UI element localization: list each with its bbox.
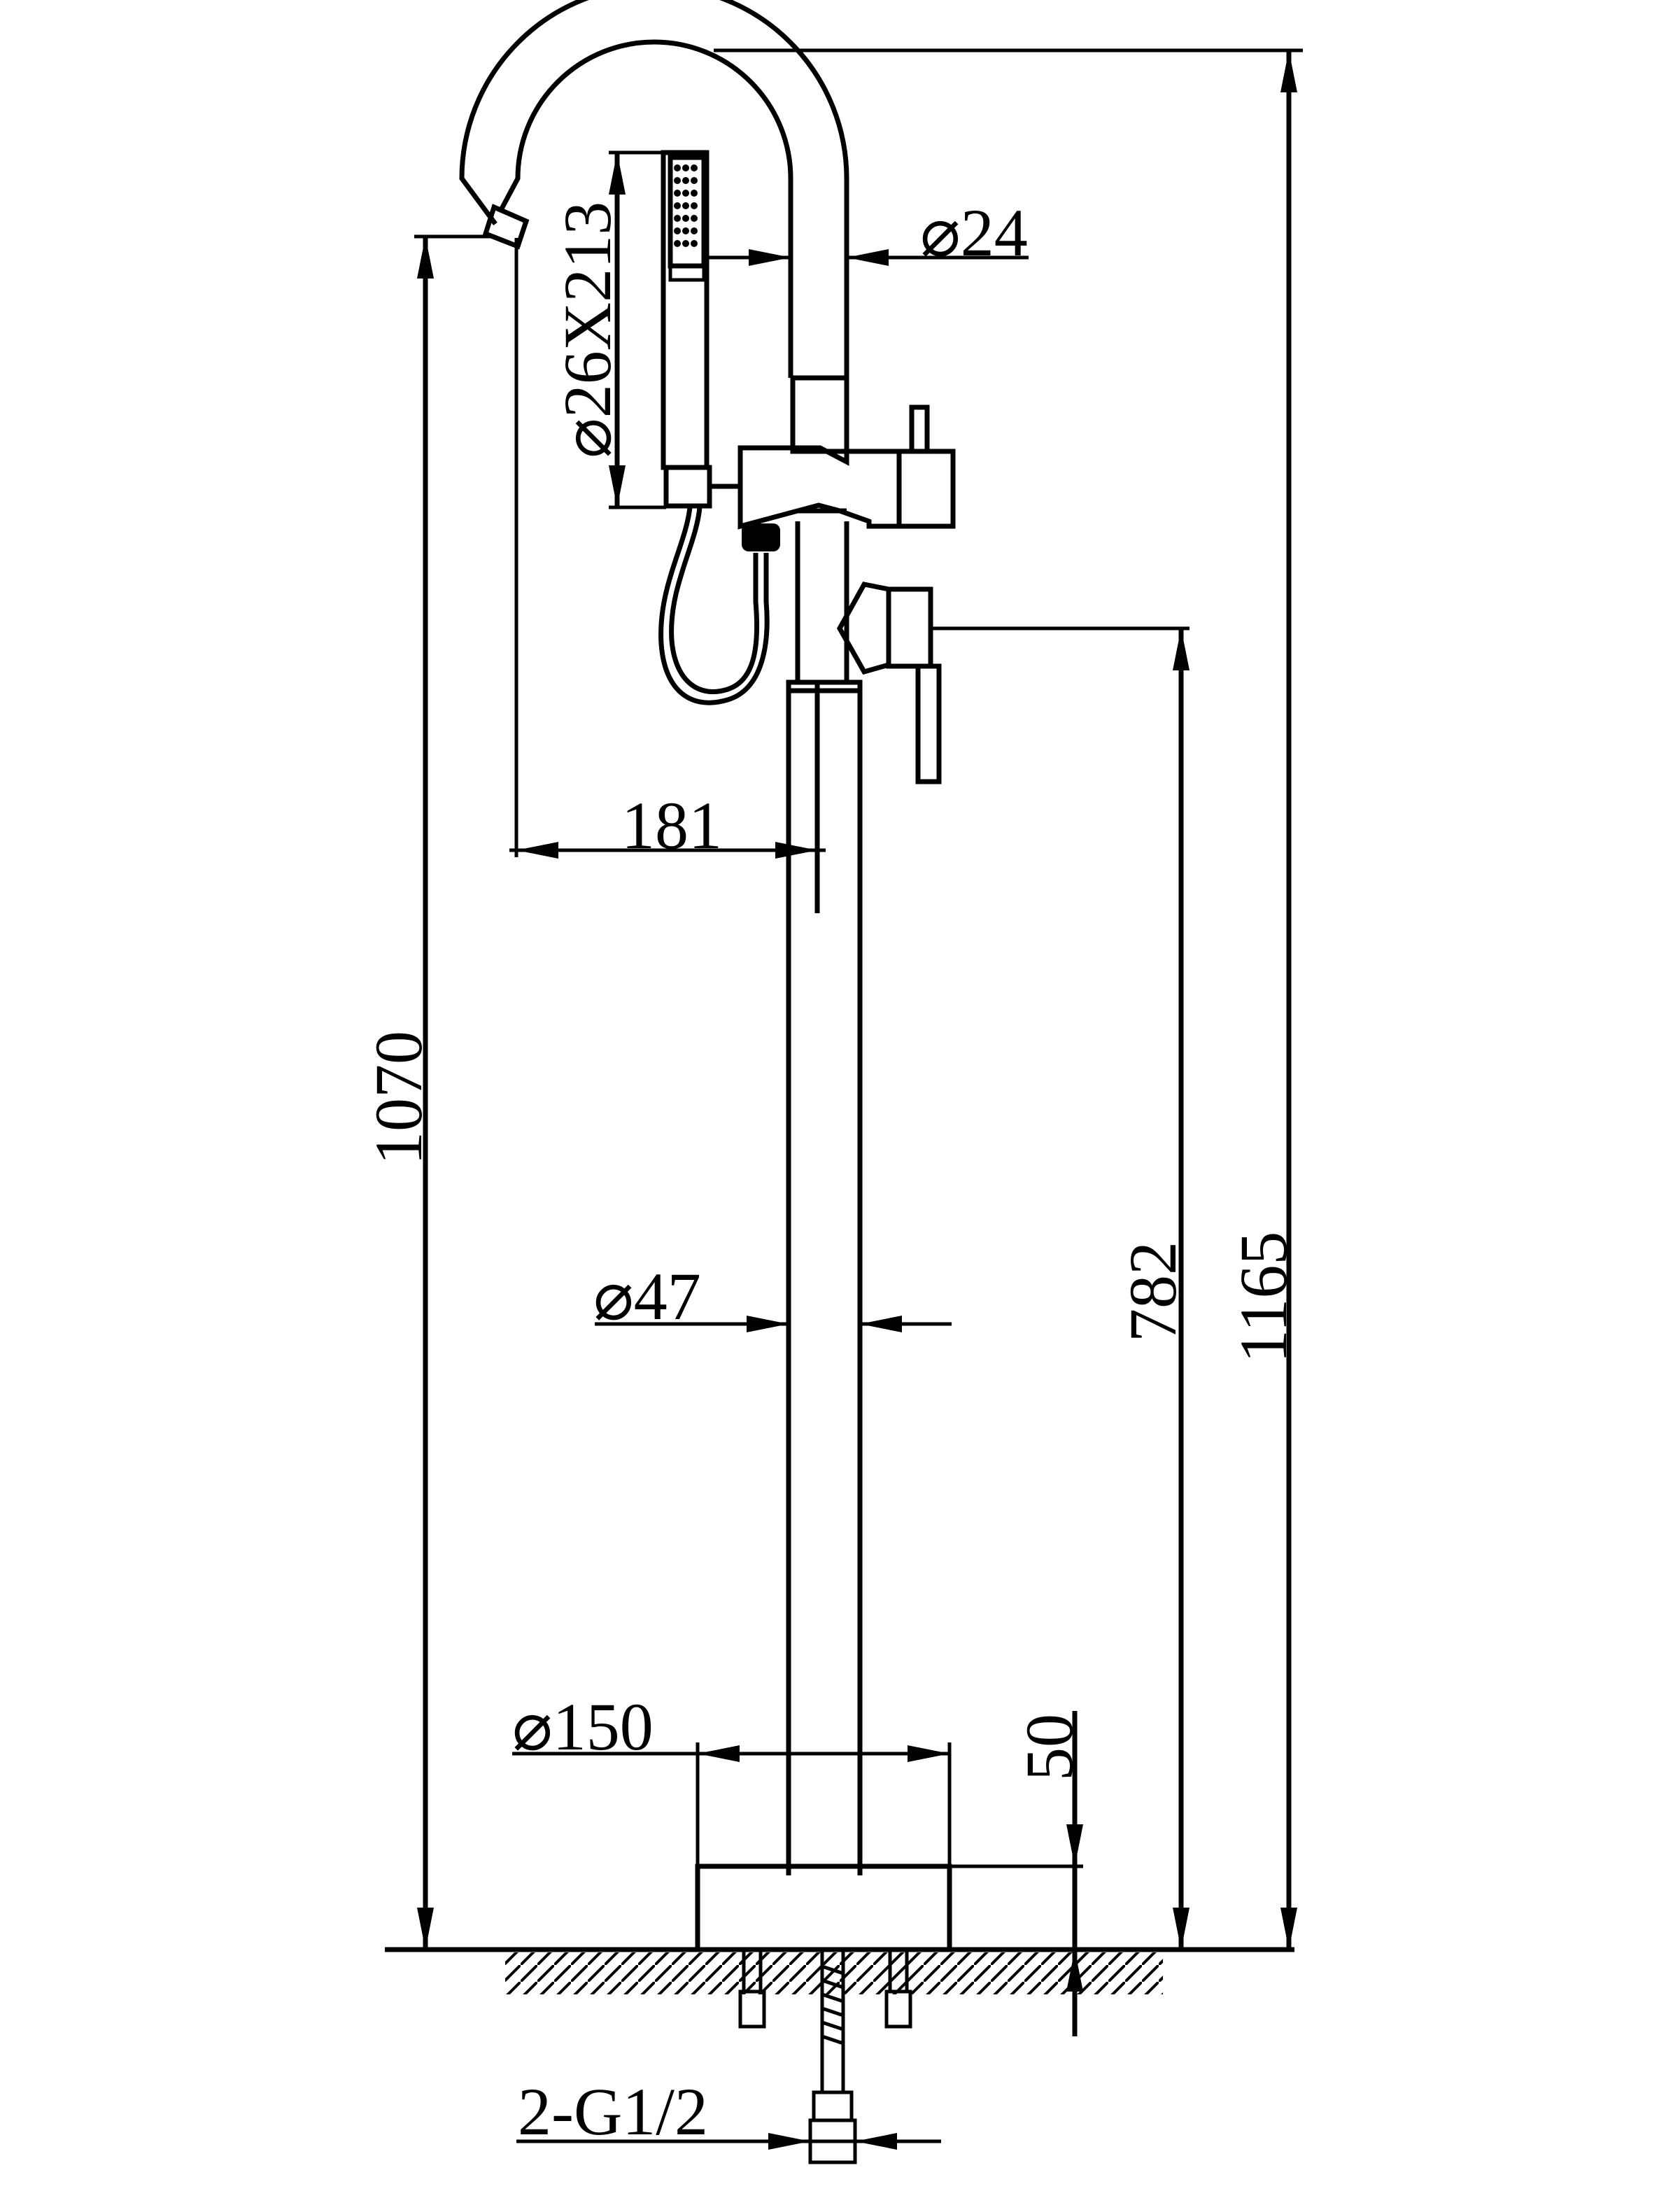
column-pipe (786, 679, 863, 1875)
dimension-spout-reach (509, 238, 826, 864)
mixer-body (737, 375, 956, 682)
dim-label-handshower: ⌀26X213 (550, 202, 625, 458)
dim-label-spout-reach: 181 (621, 788, 722, 863)
spray-nozzles (674, 164, 698, 247)
dim-label-base-diameter: ⌀150 (512, 1689, 654, 1764)
dim-label-spout-height: 1070 (361, 1031, 436, 1165)
dimension-overall-height (714, 48, 1303, 1950)
dim-label-base-height: 50 (1012, 1714, 1087, 1781)
dimension-inlet-connection (516, 2133, 941, 2150)
dimension-handshower (609, 150, 666, 509)
hose-connector (742, 523, 780, 551)
dim-label-inlet-connection: 2-G1/2 (518, 2074, 708, 2149)
floor-base (695, 1864, 952, 1952)
hand-shower (661, 150, 740, 509)
dimension-spout-height (414, 234, 495, 1950)
dimension-handle-height (931, 626, 1190, 1950)
dimension-column-diameter (595, 1316, 952, 1332)
dimension-base-height (950, 1711, 1083, 2036)
dim-label-overall-height: 1165 (1226, 1232, 1301, 1363)
shower-hose (658, 507, 780, 705)
dimension-base-diameter (512, 1742, 952, 1866)
dim-label-handle-height: 782 (1115, 1241, 1190, 1342)
dim-label-column-diameter: ⌀47 (593, 1259, 701, 1334)
spout-gooseneck (459, 0, 849, 378)
diverter-lever (836, 582, 942, 784)
dimension-spout-diameter (707, 249, 1029, 266)
dim-label-spout-diameter: ⌀24 (920, 195, 1028, 270)
floor-hatch (505, 1952, 1163, 1994)
